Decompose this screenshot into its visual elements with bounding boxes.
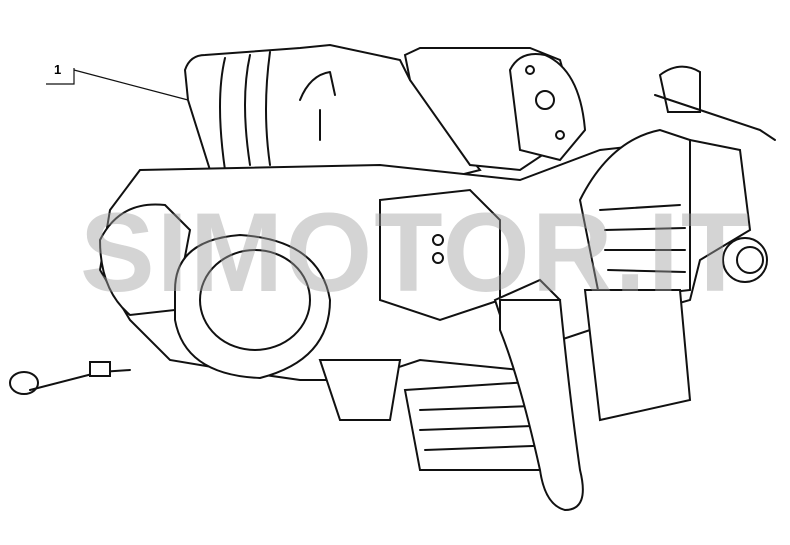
dipstick xyxy=(29,369,131,391)
engine-drawing xyxy=(9,43,776,512)
fluid-reservoir xyxy=(658,65,701,113)
fan-shroud xyxy=(578,128,691,302)
exhaust-pipe xyxy=(499,299,584,512)
watermark: SIMOTOR.IT xyxy=(80,190,752,315)
callout-label-1: 1 xyxy=(54,62,62,77)
callout-leader-line xyxy=(46,68,189,101)
cooling-housing xyxy=(583,289,692,422)
dipstick-ring xyxy=(9,371,39,395)
oil-filter xyxy=(174,233,332,380)
